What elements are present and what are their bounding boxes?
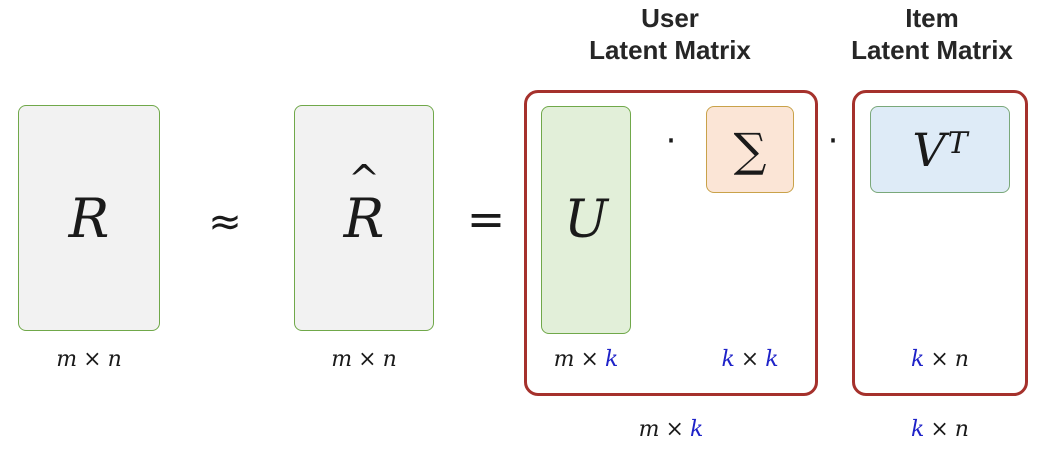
dim-sigma: k×k — [700, 346, 800, 374]
dim-item-group-rows: k — [911, 417, 925, 442]
matrix-sigma: ∑ — [706, 106, 794, 193]
dim-sigma-times: × — [740, 347, 760, 372]
matrix-r-hat: ^ R — [294, 105, 434, 331]
dim-u-rows: m — [553, 347, 575, 372]
dim-r-hat-cols: n — [382, 347, 397, 372]
item-latent-group-box — [852, 90, 1028, 396]
dim-u: m×k — [536, 346, 636, 374]
dim-u-cols: k — [604, 347, 619, 372]
matrix-r-hat-accent: ^ — [348, 156, 380, 201]
user-latent-group-box — [524, 90, 818, 396]
dot-operator-1: · — [665, 121, 677, 161]
dim-item-group: k×n — [852, 416, 1028, 444]
matrix-u: U — [541, 106, 631, 334]
matrix-r-hat-symbol: R — [343, 186, 385, 250]
matrix-v-symbol: V — [912, 122, 946, 177]
item-header-line2: Latent Matrix — [851, 35, 1013, 65]
matrix-v-superscript: T — [947, 126, 968, 161]
dim-v: k×n — [870, 346, 1010, 374]
equals-operator: = — [466, 192, 506, 246]
dim-user-group-rows: m — [638, 417, 660, 442]
dim-r-hat-rows: m — [331, 347, 353, 372]
dim-item-group-times: × — [930, 417, 949, 442]
dim-r-cols: n — [107, 347, 122, 372]
dot-operator-2: · — [827, 121, 839, 161]
item-header-line1: Item — [905, 3, 959, 33]
matrix-r-hat-wrapper: ^ R — [343, 157, 385, 250]
user-latent-matrix-header: User Latent Matrix — [540, 2, 800, 66]
matrix-sigma-symbol: ∑ — [733, 122, 767, 177]
dim-r-rows: m — [56, 347, 78, 372]
matrix-r-symbol: R — [68, 186, 110, 250]
dim-sigma-rows: k — [721, 347, 735, 372]
dim-r-hat-times: × — [358, 347, 377, 372]
dim-user-group: m×k — [524, 416, 818, 444]
dim-sigma-cols: k — [765, 347, 779, 372]
dim-v-cols: n — [954, 347, 969, 372]
dim-user-group-times: × — [665, 417, 684, 442]
dim-v-rows: k — [911, 347, 925, 372]
matrix-r: R — [18, 105, 160, 331]
user-header-line1: User — [641, 3, 699, 33]
user-header-line2: Latent Matrix — [589, 35, 751, 65]
dim-r-hat: m×n — [294, 346, 434, 374]
dim-r-times: × — [83, 347, 102, 372]
dim-v-times: × — [930, 347, 949, 372]
dim-item-group-cols: n — [954, 417, 969, 442]
dim-u-times: × — [580, 347, 599, 372]
matrix-u-symbol: U — [564, 190, 608, 250]
approx-operator: ≈ — [208, 199, 242, 245]
dim-r: m×n — [18, 346, 160, 374]
dim-user-group-cols: k — [689, 417, 704, 442]
item-latent-matrix-header: Item Latent Matrix — [822, 2, 1042, 66]
